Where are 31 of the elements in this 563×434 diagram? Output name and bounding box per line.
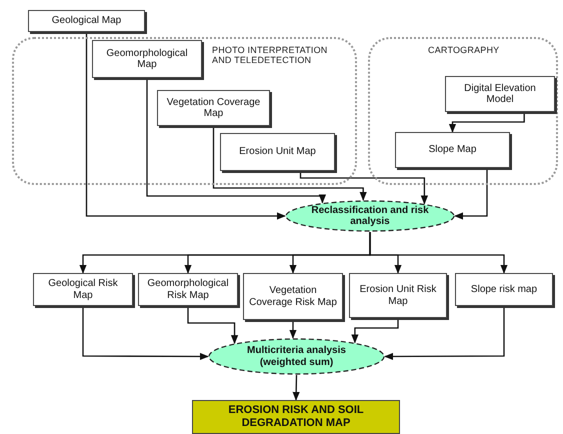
connector-arrow xyxy=(289,320,297,339)
connector-arrow xyxy=(384,306,505,360)
connector-arrow xyxy=(292,374,300,401)
connector-arrow xyxy=(300,171,428,205)
group-title: CARTOGRAPHY xyxy=(428,45,500,56)
group-frame xyxy=(368,37,558,185)
process-box: Erosion Unit Risk Map xyxy=(349,273,447,318)
process-box: Erosion Unit Map xyxy=(220,133,335,171)
connector-arrow xyxy=(454,168,488,220)
process-ellipse: Reclassification and risk analysis xyxy=(285,200,455,232)
group-frame xyxy=(12,37,357,185)
group-title: PHOTO INTERPRETATION AND TELEDETECTION xyxy=(212,45,329,66)
result-box: EROSION RISK AND SOIL DEGRADATION MAP xyxy=(192,400,400,434)
process-box: Slope Map xyxy=(395,132,510,168)
process-box: Geological Map xyxy=(28,10,145,32)
process-box: Geomorphological Map xyxy=(92,40,202,78)
process-box: Slope risk map xyxy=(455,273,553,306)
process-box: Geological Risk Map xyxy=(33,273,133,306)
connector-arrow xyxy=(187,306,238,344)
connector-arrow xyxy=(82,306,209,360)
process-box: Vegetation Coverage Map xyxy=(157,90,270,126)
process-ellipse: Multicriteria analysis (weighted sum) xyxy=(208,338,385,375)
connector-arrow xyxy=(212,126,367,201)
connector-arrow xyxy=(351,318,399,344)
connector-arrow xyxy=(369,232,508,274)
connector-arrow xyxy=(86,32,286,220)
connector-arrow xyxy=(146,78,326,204)
process-box: Geomorphological Risk Map xyxy=(138,273,238,306)
connector-arrow xyxy=(448,112,525,133)
process-box: Digital Elevation Model xyxy=(445,76,555,112)
process-box: Vegetation Coverage Risk Map xyxy=(243,273,343,320)
